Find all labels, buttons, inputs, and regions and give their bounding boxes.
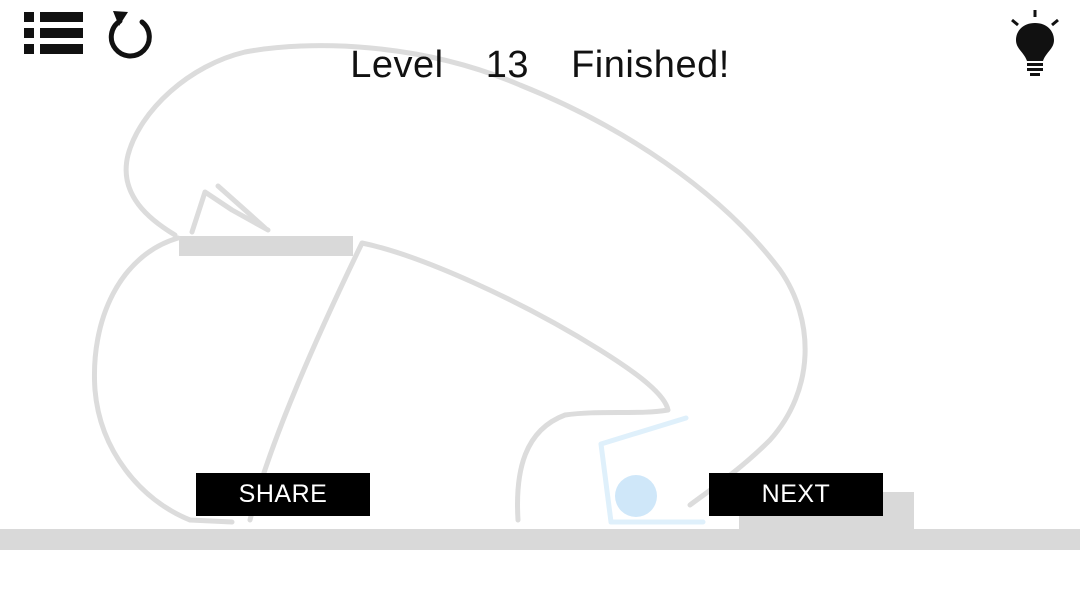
share-button-label: SHARE (238, 480, 328, 508)
drawn-stroke-inner (247, 240, 671, 523)
restart-button[interactable] (104, 8, 156, 62)
list-menu-icon (24, 12, 83, 54)
ball (615, 475, 657, 517)
level-finished-title: Level 13 Finished! (350, 44, 730, 86)
drawn-strokes (91, 43, 808, 525)
next-button-label: NEXT (761, 480, 831, 508)
lightbulb-icon (1011, 10, 1059, 76)
menu-button[interactable] (20, 8, 86, 62)
hint-button[interactable] (1004, 8, 1066, 76)
drawn-stroke-outer (123, 43, 808, 508)
ground-floor (0, 529, 1080, 550)
next-button[interactable]: NEXT (709, 473, 883, 516)
restart-arrow-icon (108, 11, 152, 59)
cup-container (598, 415, 706, 525)
drawn-stroke-hook-tail (215, 183, 268, 231)
drawn-stroke-left-loop (91, 235, 235, 525)
gray-plank (179, 236, 353, 256)
cup-outline (598, 415, 706, 525)
drawn-stroke-hook (189, 189, 271, 235)
share-button[interactable]: SHARE (196, 473, 370, 516)
